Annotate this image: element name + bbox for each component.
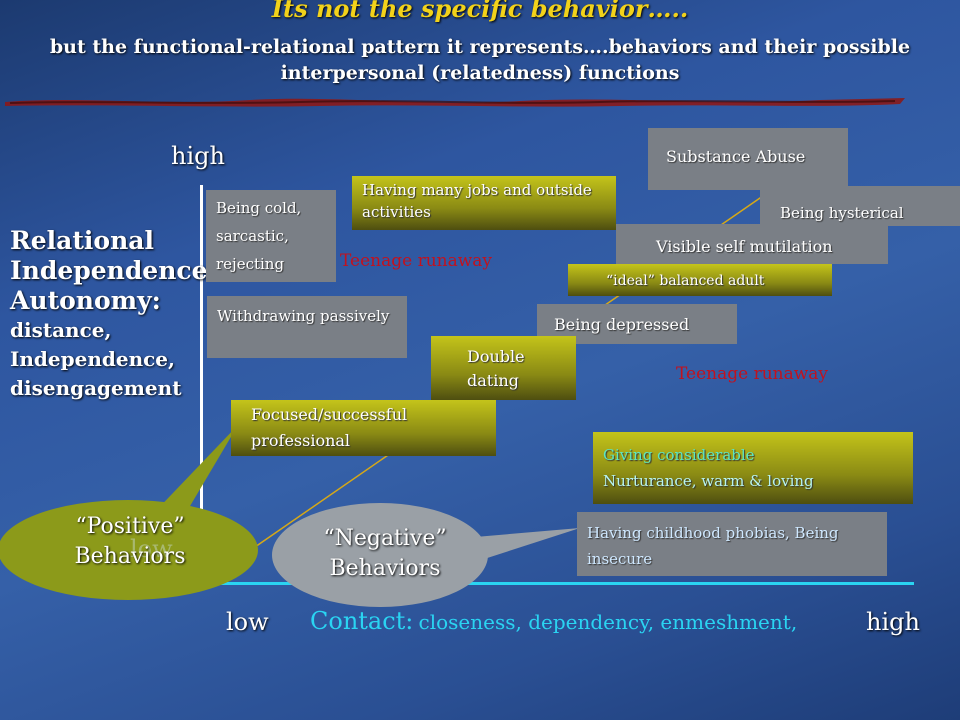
box-nurturance: Giving considerable Nurturance, warm & l… <box>593 432 913 504</box>
positive-callout-line-2: Behaviors <box>74 544 186 569</box>
nurturance-line-1: Giving considerable <box>603 446 755 464</box>
y-axis-line <box>200 185 203 585</box>
positive-callout-text: “Positive” Behaviors <box>50 512 210 572</box>
y-axis-sublabel-line-3: disengagement <box>10 376 182 400</box>
y-axis-label-line-1: Relational <box>10 226 154 255</box>
box-self-mutilation: Visible self mutilation <box>616 224 888 264</box>
box-many-jobs: Having many jobs and outside activities <box>352 176 616 230</box>
box-substance-abuse: Substance Abuse <box>648 128 848 190</box>
y-axis-low-label: low <box>130 535 173 563</box>
negative-callout-line-2: Behaviors <box>329 556 441 581</box>
y-axis-high-label: high <box>171 142 225 170</box>
slide-title: Its not the specific behavior….. <box>271 0 689 23</box>
x-axis-label-sub: closeness, dependency, enmeshment, <box>418 610 798 634</box>
negative-callout-line-1: “Negative” <box>323 526 447 551</box>
box-ideal-adult: “ideal” balanced adult <box>568 264 832 296</box>
y-axis-sublabel-line-1: distance, <box>10 318 112 342</box>
x-axis-line <box>200 582 914 585</box>
teenage-runaway-label-1: Teenage runaway <box>340 251 493 271</box>
y-axis-sublabel: distance, Independence, disengagement <box>10 316 181 403</box>
box-being-cold: Being cold, sarcastic, rejecting <box>206 190 336 282</box>
y-axis-sublabel-line-2: Independence, <box>10 347 175 371</box>
y-axis-label-line-2: Independence <box>10 256 208 285</box>
positive-callout-line-1: “Positive” <box>75 514 185 539</box>
nurturance-line-2: Nurturance, warm & loving <box>603 472 814 490</box>
box-double-dating: Double dating <box>431 336 576 400</box>
box-professional: Focused/successful professional <box>231 400 496 456</box>
box-withdrawing: Withdrawing passively <box>207 296 407 358</box>
x-axis-high-label: high <box>866 608 920 636</box>
x-axis-label-title: Contact: <box>310 607 414 635</box>
x-axis-label: Contact: closeness, dependency, enmeshme… <box>310 607 797 635</box>
brush-stroke-divider <box>5 98 905 107</box>
y-axis-label-line-3: Autonomy: <box>10 286 161 315</box>
x-axis-low-label: low <box>226 608 269 636</box>
slide-subtitle: but the functional-relational pattern it… <box>49 36 911 84</box>
box-being-hysterical: Being hysterical <box>760 186 960 226</box>
negative-callout-text: “Negative” Behaviors <box>310 524 460 584</box>
teenage-runaway-label-2: Teenage runaway <box>676 364 829 384</box>
y-axis-label: Relational Independence Autonomy: <box>10 226 208 316</box>
negative-callout-bubble <box>272 503 580 607</box>
positive-callout-bubble <box>0 425 258 600</box>
box-phobias: Having childhood phobias, Being insecure <box>577 512 887 576</box>
